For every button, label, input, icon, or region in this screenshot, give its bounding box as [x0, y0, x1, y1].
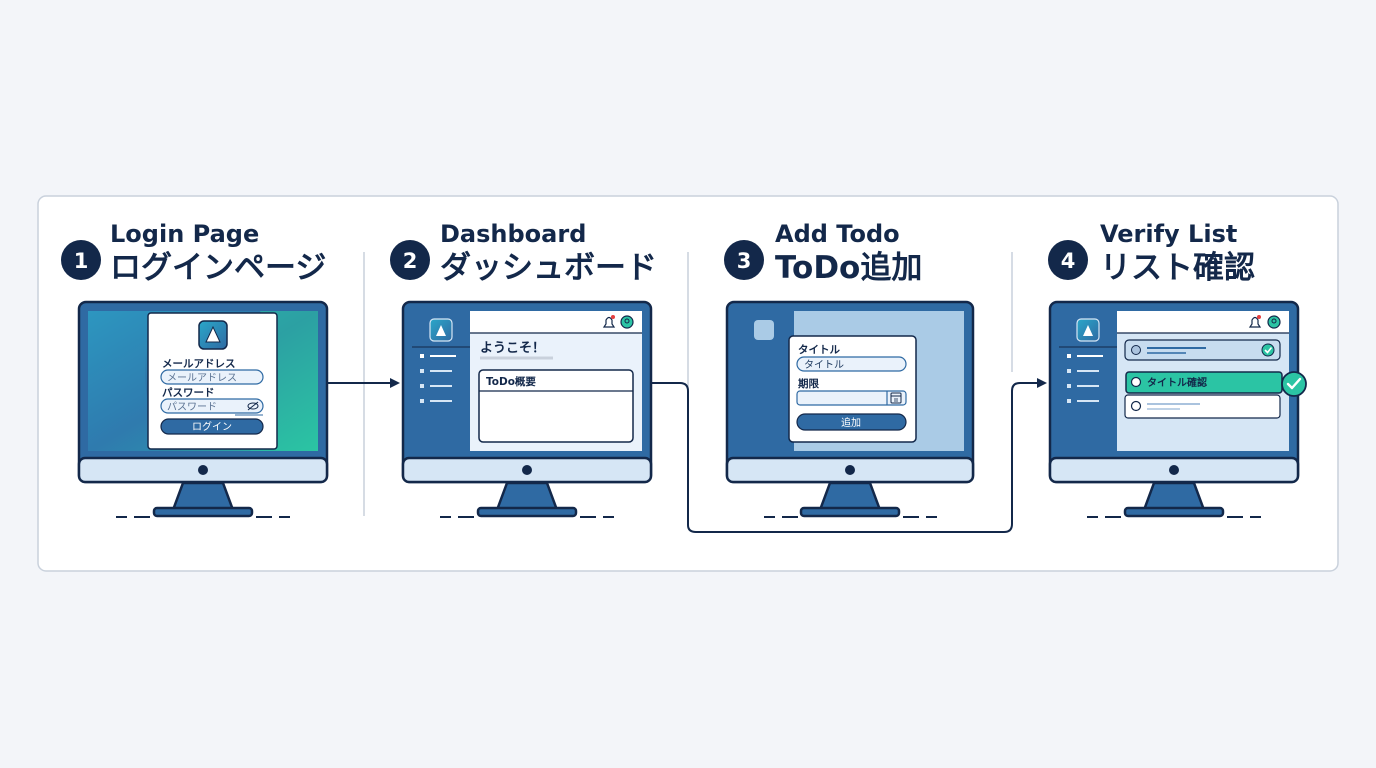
sidebar-item[interactable] [1067, 369, 1099, 373]
step-title-en: Add Todo [775, 220, 900, 248]
monitor-add-todo: タイトル タイトル 期限 追加 [725, 300, 975, 518]
calendar-icon[interactable] [890, 392, 902, 404]
app-logo-icon [198, 320, 228, 350]
title-label: タイトル [798, 344, 840, 356]
app-logo-icon [754, 320, 774, 340]
sidebar-item[interactable] [1067, 384, 1099, 388]
sidebar-item[interactable] [420, 384, 452, 388]
step-number-badge [1048, 240, 1088, 280]
step-title-ja: ログインページ [110, 250, 326, 286]
sidebar-item[interactable] [420, 369, 452, 373]
step-4-heading: 4 Verify List リスト確認 [1048, 220, 1255, 286]
step-title-ja: リスト確認 [1100, 250, 1255, 286]
bell-icon[interactable] [602, 315, 616, 328]
monitor-neck [171, 481, 235, 512]
topbar [1117, 311, 1289, 333]
check-icon [1261, 343, 1275, 357]
due-date-input[interactable] [796, 390, 907, 406]
monitor-neck [495, 481, 559, 512]
step-title-en: Verify List [1100, 220, 1237, 248]
step-3-heading: 3 Add Todo ToDo追加 [724, 220, 922, 286]
email-placeholder: メールアドレス [167, 373, 237, 384]
monitor-neck [818, 481, 882, 512]
add-button[interactable] [796, 413, 907, 431]
monitor-base [1123, 506, 1225, 518]
power-light [198, 465, 208, 475]
list-item-completed[interactable] [1124, 339, 1281, 361]
monitor-base [152, 506, 254, 518]
password-field[interactable] [160, 398, 264, 414]
monitor-base [799, 506, 901, 518]
step-number-badge [724, 240, 764, 280]
step-title-en: Dashboard [440, 220, 586, 248]
avatar[interactable] [620, 315, 634, 329]
topbar [470, 311, 642, 333]
monitor-base [476, 506, 578, 518]
step-number: 2 [403, 249, 418, 273]
step-title-ja: ToDo追加 [775, 250, 922, 286]
monitor-dashboard: ようこそ！ ToDo概要 [401, 300, 653, 518]
checkbox[interactable] [1130, 376, 1142, 388]
app-logo-icon [1076, 318, 1100, 342]
flow-arrow-2-4 [651, 378, 1047, 533]
step-number-badge [390, 240, 430, 280]
power-light [1169, 465, 1179, 475]
avatar[interactable] [1267, 315, 1281, 329]
email-field[interactable] [160, 369, 264, 385]
todo-summary-panel[interactable] [478, 369, 634, 443]
checkbox[interactable] [1130, 400, 1142, 412]
power-light [522, 465, 532, 475]
add-button-label: 追加 [841, 416, 861, 429]
step-number-badge [61, 240, 101, 280]
sidebar-item[interactable] [420, 354, 456, 358]
title-input-value: タイトル [804, 359, 844, 371]
new-item-title: タイトル確認 [1147, 376, 1207, 389]
todo-summary-title: ToDo概要 [486, 375, 536, 388]
password-label: パスワード [162, 387, 215, 399]
login-button-label: ログイン [192, 420, 232, 433]
step-title-ja: ダッシュボード [440, 250, 657, 286]
due-label: 期限 [798, 377, 819, 390]
password-placeholder: パスワード [167, 401, 217, 413]
sidebar-item[interactable] [420, 399, 452, 403]
login-button[interactable] [160, 418, 264, 435]
welcome-heading: ようこそ！ [480, 341, 545, 356]
email-label: メールアドレス [162, 358, 236, 370]
sidebar-item[interactable] [1067, 399, 1099, 403]
monitor-verify-list: タイトル確認 [1048, 300, 1307, 518]
eye-icon[interactable] [247, 401, 259, 411]
title-input[interactable] [796, 356, 907, 372]
step-number: 1 [74, 249, 89, 273]
bell-icon[interactable] [1248, 315, 1262, 328]
check-circle-icon [1281, 371, 1307, 397]
list-item[interactable] [1124, 394, 1281, 419]
step-number: 4 [1061, 249, 1076, 273]
sidebar-item[interactable] [1067, 354, 1103, 358]
step-title-en: Login Page [110, 220, 259, 248]
step-2-heading: 2 Dashboard ダッシュボード [390, 220, 657, 286]
step-number: 3 [737, 249, 752, 273]
checkbox[interactable] [1131, 345, 1141, 355]
monitor-neck [1142, 481, 1206, 512]
background-wave [88, 311, 160, 451]
step-1-heading: 1 Login Page ログインページ [61, 220, 326, 286]
power-light [845, 465, 855, 475]
monitor-login: メールアドレス メールアドレス パスワード パスワード ログイン [77, 300, 329, 518]
background-wave [250, 311, 318, 451]
app-logo-icon [429, 318, 453, 342]
